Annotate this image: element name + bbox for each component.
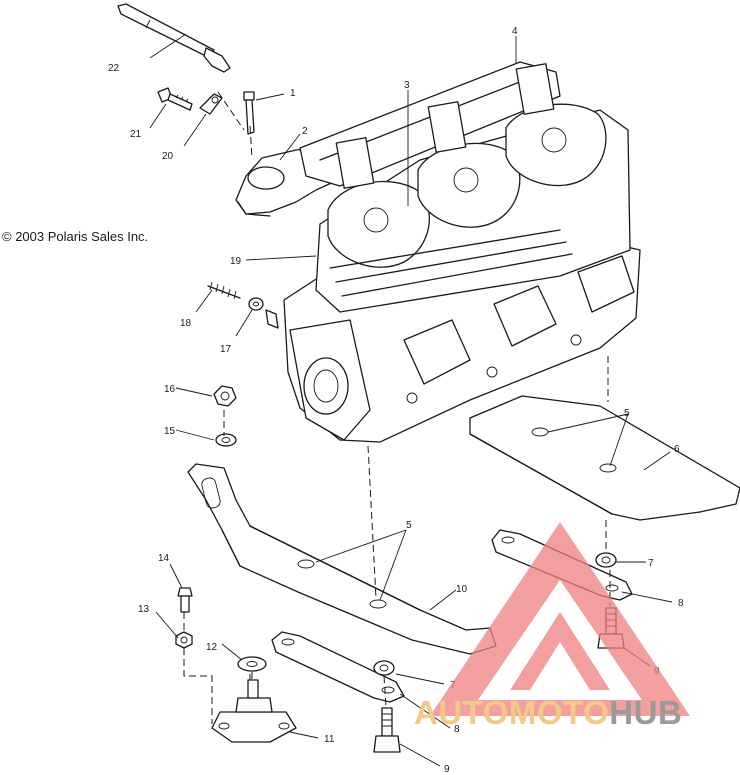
callout-5-lower: 5 bbox=[406, 520, 412, 531]
part-7-washer-upper bbox=[595, 552, 617, 568]
part-17-washer bbox=[248, 297, 279, 329]
part-21-bolt bbox=[157, 87, 193, 111]
callout-18: 18 bbox=[180, 318, 192, 329]
part-9-bolt-lower bbox=[373, 707, 401, 753]
callout-15: 15 bbox=[164, 426, 176, 437]
assembly-lines bbox=[183, 91, 611, 724]
callout-20: 20 bbox=[162, 151, 174, 162]
part-13-nut bbox=[175, 631, 193, 649]
callout-16: 16 bbox=[164, 384, 176, 395]
callout-2: 2 bbox=[302, 126, 308, 137]
callout-6: 6 bbox=[674, 444, 680, 455]
watermark-logo-icon bbox=[430, 522, 690, 716]
callout-8-upper: 8 bbox=[678, 598, 684, 609]
engine-assembly bbox=[283, 61, 641, 443]
callout-14: 14 bbox=[158, 553, 170, 564]
leader-lines bbox=[149, 33, 673, 767]
callout-17: 17 bbox=[220, 344, 232, 355]
callout-8-lower: 8 bbox=[454, 724, 460, 735]
callout-1: 1 bbox=[290, 88, 296, 99]
part-8-plate-lower bbox=[271, 631, 405, 703]
part-20-clip bbox=[199, 93, 223, 115]
part-11-mount bbox=[211, 679, 297, 743]
callout-13: 13 bbox=[138, 604, 150, 615]
part-18-spring bbox=[207, 281, 241, 300]
part-7-washer-lower bbox=[373, 660, 395, 676]
callout-22: 22 bbox=[108, 63, 120, 74]
callout-9-lower: 9 bbox=[444, 764, 450, 775]
callout-10: 10 bbox=[456, 584, 468, 595]
part-12-spacer bbox=[237, 656, 267, 672]
copyright-notice: © 2003 Polaris Sales Inc. bbox=[2, 229, 149, 244]
part-16-nut bbox=[213, 385, 237, 407]
callout-labels: 22 21 20 1 2 3 4 19 18 17 16 15 5 6 5 7 … bbox=[108, 26, 684, 775]
part-15-washer bbox=[215, 433, 237, 447]
watermark-text: AUTOMOTOHUB bbox=[414, 694, 682, 732]
callout-7-upper: 7 bbox=[648, 558, 654, 569]
callout-11: 11 bbox=[324, 734, 335, 745]
callout-3: 3 bbox=[404, 80, 410, 91]
part-22-rod bbox=[117, 3, 231, 73]
part-10-bracket bbox=[187, 463, 497, 655]
callout-12: 12 bbox=[206, 642, 218, 653]
callout-19: 19 bbox=[230, 256, 242, 267]
part-6-plate bbox=[469, 395, 740, 521]
callout-5-upper: 5 bbox=[624, 408, 630, 419]
part-1-screw bbox=[243, 91, 255, 135]
watermark-text-hub: HUB bbox=[609, 694, 683, 731]
callout-4: 4 bbox=[512, 26, 518, 37]
callout-21: 21 bbox=[130, 129, 142, 140]
watermark-text-automoto: AUTOMOTO bbox=[414, 694, 610, 731]
part-14-bolt bbox=[177, 587, 193, 613]
